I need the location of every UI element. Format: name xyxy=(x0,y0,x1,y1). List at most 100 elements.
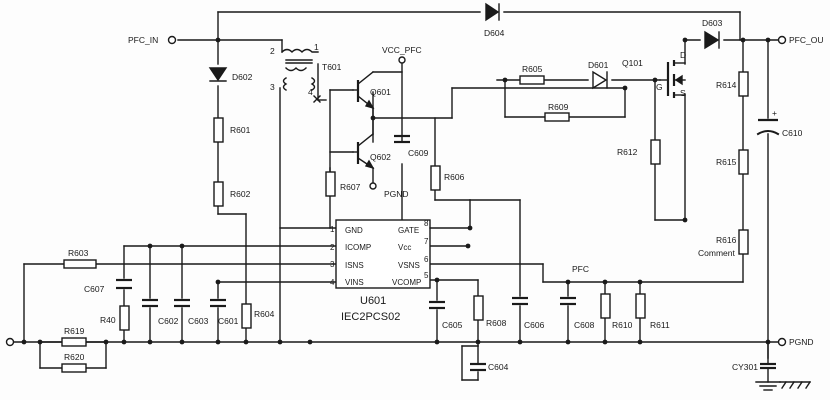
port-pfc-out-label: PFC_OU xyxy=(789,35,823,45)
capacitors: C607 C602 C603 C601 C605 C604 xyxy=(84,108,803,372)
capacitor-cy301: CY301 xyxy=(732,362,776,372)
ic-u601: GND ICOMP ISNS VINS GATE Vcc VSNS VCOMP … xyxy=(330,219,431,323)
resistor-r614: R614 xyxy=(716,71,749,97)
capacitor-c605: C605 xyxy=(429,300,463,330)
diode-d602-label: D602 xyxy=(232,72,253,82)
resistor-r611: R611 xyxy=(635,293,670,330)
junction-dots xyxy=(21,37,771,345)
resistor-r620: R620 xyxy=(61,352,87,373)
resistor-r607: R607 xyxy=(325,171,361,197)
resistor-r602: R602 xyxy=(213,181,251,207)
mosfet-gate-label: G xyxy=(656,82,663,92)
resistor-r616: R616 xyxy=(716,229,749,255)
mosfet-q101-label: Q101 xyxy=(622,58,643,68)
diode-d603-label: D603 xyxy=(702,18,723,28)
capacitor-c604: C604 xyxy=(470,345,509,372)
resistor-r615-label: R615 xyxy=(716,157,737,167)
capacitor-c606: C606 xyxy=(512,296,545,330)
resistor-r603-label: R603 xyxy=(68,248,89,258)
resistor-r620-label: R620 xyxy=(64,352,85,362)
capacitor-c607: C607 xyxy=(84,278,132,294)
ic-pin-vins: VINS xyxy=(345,278,364,287)
capacitor-c601-label: C601 xyxy=(218,316,239,326)
ic-pin-vcc: Vcc xyxy=(398,243,411,252)
resistor-r605-label: R605 xyxy=(522,64,543,74)
ic-pin-num-2: 2 xyxy=(330,243,335,252)
ic-pin-num-6: 6 xyxy=(424,255,429,264)
ic-pin-num-7: 7 xyxy=(424,237,429,246)
port-pfc-out: PFC_OU xyxy=(777,35,823,45)
ic-pin-num-3: 3 xyxy=(330,260,335,269)
resistor-r606: R606 xyxy=(430,165,465,191)
resistor-r601-label: R601 xyxy=(230,125,251,135)
resistor-r609-label: R609 xyxy=(548,102,569,112)
capacitor-c603: C603 xyxy=(174,298,209,326)
ic-ref: U601 xyxy=(360,295,386,307)
capacitor-c610-label: C610 xyxy=(782,128,803,138)
ic-pin-num-1: 1 xyxy=(330,225,335,234)
resistor-r616-label: R616 xyxy=(716,235,737,245)
resistor-r40: R40 xyxy=(100,305,130,331)
transistor-q601: Q601 xyxy=(352,71,391,119)
capacitor-c602-label: C602 xyxy=(158,316,179,326)
port-pfc-in: PFC_IN xyxy=(128,35,177,45)
capacitor-c605-label: C605 xyxy=(442,320,463,330)
ic-pin-isns: ISNS xyxy=(345,261,364,270)
resistor-r614-label: R614 xyxy=(716,80,737,90)
diode-d601-label: D601 xyxy=(588,60,609,70)
transformer-t601: T601 1 2 3 4 xyxy=(270,42,342,103)
mosfet-source-label: S xyxy=(680,88,686,98)
capacitor-c601: C601 xyxy=(210,298,239,326)
transformer-pin-3: 3 xyxy=(270,82,275,92)
diode-d603: D603 xyxy=(702,18,723,50)
resistor-r607-label: R607 xyxy=(340,182,361,192)
port-vcc-pfc: VCC_PFC xyxy=(382,45,422,64)
resistor-r603: R603 xyxy=(63,248,97,269)
ic-pin-icomp: ICOMP xyxy=(345,243,371,252)
ic-pin-gnd: GND xyxy=(345,226,363,235)
mosfet-drain-label: D xyxy=(680,50,686,60)
capacitor-c609-label: C609 xyxy=(408,148,429,158)
ic-pin-vcomp: VCOMP xyxy=(392,278,421,287)
diode-d601: D601 xyxy=(588,60,609,90)
resistor-r612: R612 xyxy=(617,139,661,165)
capacitor-c608: C608 xyxy=(560,296,595,330)
diode-d602: D602 xyxy=(208,67,253,82)
transformer-label: T601 xyxy=(322,62,342,72)
transformer-pin-1: 1 xyxy=(314,42,319,52)
capacitor-c602: C602 xyxy=(142,298,179,326)
port-vcc-pfc-label: VCC_PFC xyxy=(382,45,422,55)
capacitor-c610: + C610 xyxy=(756,108,803,138)
ic-part: IEC2PCS02 xyxy=(341,311,400,323)
port-pgnd-mid: PGND xyxy=(369,182,409,199)
resistor-r604: R604 xyxy=(241,303,275,329)
ic-pin-gate: GATE xyxy=(398,226,419,235)
transistor-q601-label: Q601 xyxy=(370,87,391,97)
resistor-r601: R601 xyxy=(213,117,251,143)
resistor-r602-label: R602 xyxy=(230,189,251,199)
transformer-pin-2: 2 xyxy=(270,46,275,56)
port-pgnd-right: PGND xyxy=(777,337,814,347)
resistor-r604-label: R604 xyxy=(254,309,275,319)
port-pgnd-right-label: PGND xyxy=(789,337,814,347)
resistor-r615: R615 xyxy=(716,149,749,175)
resistor-r608: R608 xyxy=(473,295,507,328)
transistor-q602: Q602 xyxy=(352,117,391,170)
port-pgnd-mid-label: PGND xyxy=(384,189,409,199)
pfc-net-label: PFC xyxy=(572,264,589,274)
earth-ground-icon xyxy=(755,381,811,391)
ic-pin-num-5: 5 xyxy=(424,271,429,280)
ic-pin-vsns: VSNS xyxy=(398,261,420,270)
port-left-ground xyxy=(5,337,15,347)
transistor-q602-label: Q602 xyxy=(370,152,391,162)
resistor-r619: R619 xyxy=(61,326,87,347)
resistor-r619-label: R619 xyxy=(64,326,85,336)
capacitor-c607-label: C607 xyxy=(84,284,105,294)
diode-d604-label: D604 xyxy=(484,28,505,38)
diode-d604: D604 xyxy=(484,2,505,38)
resistor-r612-label: R612 xyxy=(617,147,638,157)
ic-pin-num-4: 4 xyxy=(330,278,335,287)
resistor-r605: R605 xyxy=(519,64,545,85)
